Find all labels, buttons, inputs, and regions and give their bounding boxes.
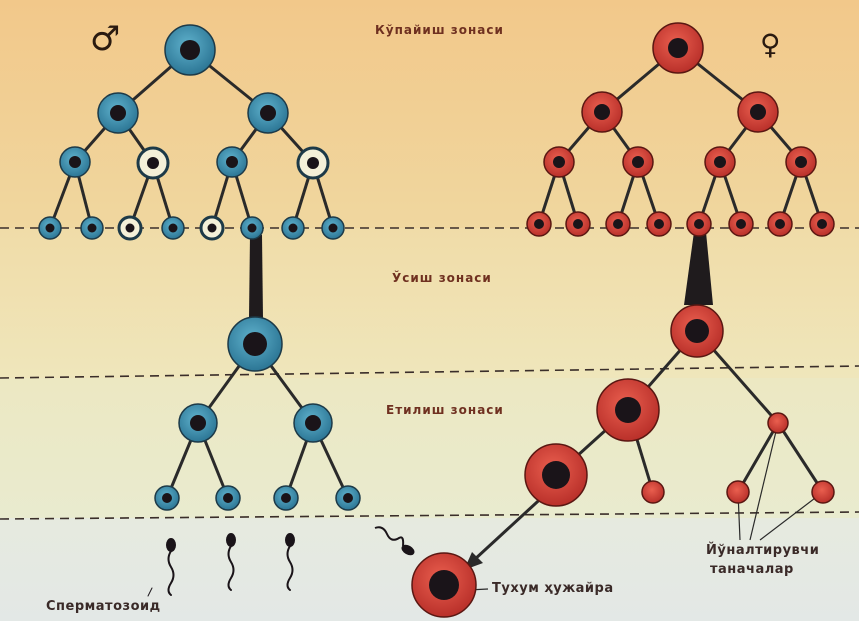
zone-boundary-3 <box>0 511 859 520</box>
caption-polar-bodies-line1: Йўналтирувчи <box>706 543 820 558</box>
female-growth-wedge <box>684 232 713 305</box>
caption-polar-bodies-line2: таначалар <box>710 562 794 577</box>
male-growth-wedge <box>249 235 263 318</box>
female-symbol: ♀ <box>760 28 781 61</box>
zone-label-multiplication: Кўпайиш зонаси <box>375 23 504 37</box>
fertilizing-sperm <box>374 526 415 556</box>
female-cells <box>411 22 835 618</box>
zone-label-growth: Ўсиш зонаси <box>392 271 492 285</box>
male-cells <box>38 24 361 511</box>
male-symbol: ♂ <box>90 19 121 59</box>
caption-sperm: Сперматозоид <box>46 599 161 614</box>
zone-label-maturation: Етилиш зонаси <box>386 403 504 417</box>
zone-boundary-2 <box>0 365 859 379</box>
zone-growth-bg <box>0 228 859 378</box>
sperm-cells <box>147 533 295 597</box>
zone-maturation-bg <box>0 378 859 518</box>
caption-egg: Тухум ҳужайра <box>492 581 614 596</box>
